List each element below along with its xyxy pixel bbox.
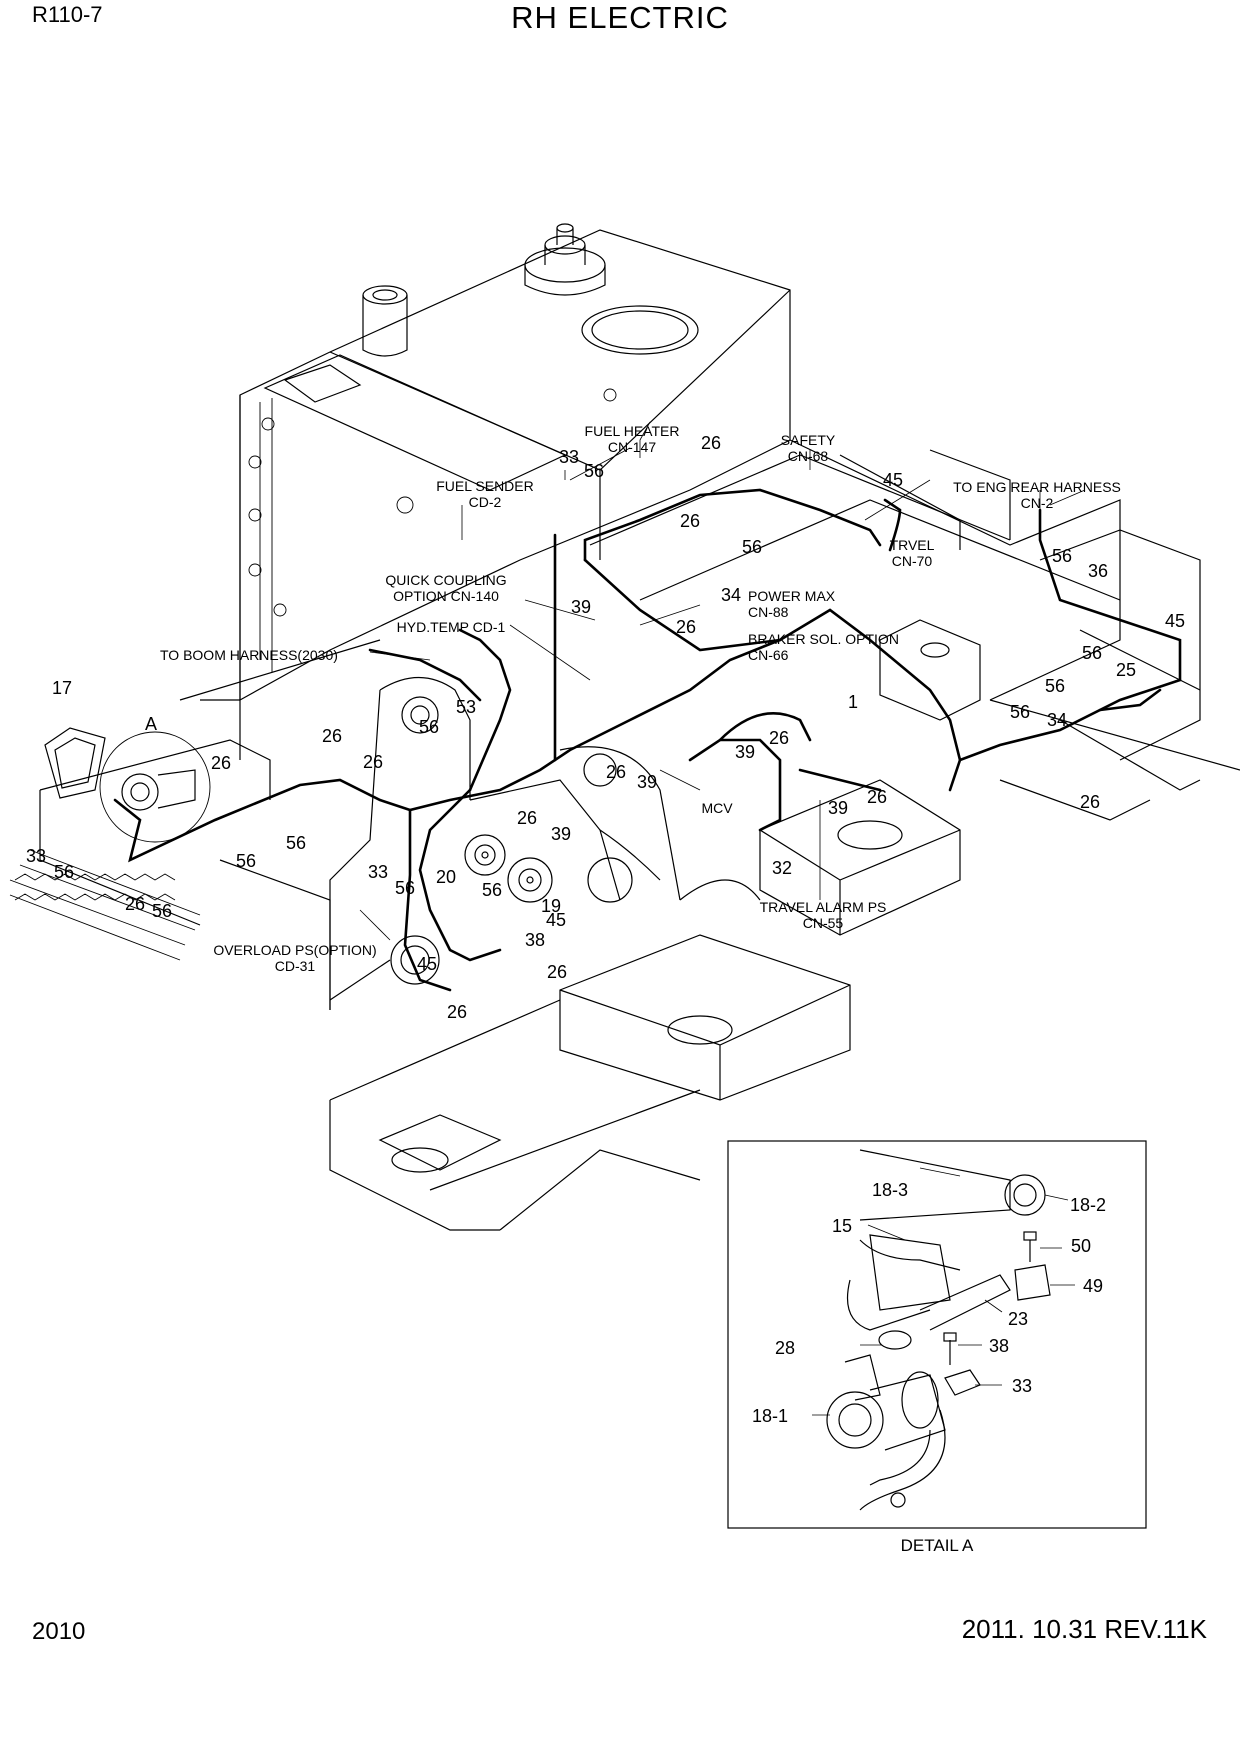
callout: 45	[417, 954, 437, 974]
callout: 39	[571, 597, 591, 617]
callout: 56	[1052, 546, 1072, 566]
callout: 34	[721, 585, 741, 605]
note-safety-cn: CN-68	[788, 448, 829, 464]
revision-date: 2011. 10.31 REV.11K	[961, 1614, 1207, 1644]
callout: 19	[541, 896, 561, 916]
callout: 18-1	[752, 1406, 788, 1426]
note-travel-alarm: TRAVEL ALARM PS	[760, 899, 887, 915]
note-mcv: MCV	[701, 800, 733, 816]
callout: 39	[735, 742, 755, 762]
note-fuel-heater-cn: CN-147	[608, 439, 656, 455]
note-trvel: TRVEL	[890, 537, 935, 553]
callout: 56	[152, 901, 172, 921]
callout: 26	[867, 787, 887, 807]
callout: 33	[559, 447, 579, 467]
detail-a-circle	[99, 731, 211, 843]
callout: 38	[989, 1336, 1009, 1356]
callout: 45	[883, 470, 903, 490]
callout: 45	[1165, 611, 1185, 631]
callout: 26	[547, 962, 567, 982]
callout: 56	[1082, 643, 1102, 663]
callout: 26	[125, 894, 145, 914]
diagram-labels: FUEL HEATER CN-147 SAFETY CN-68 FUEL SEN…	[145, 423, 1121, 1555]
note-power-max-cn: CN-88	[748, 604, 789, 620]
callout: 26	[322, 726, 342, 746]
note-boom-harness: TO BOOM HARNESS(2030)	[160, 647, 338, 663]
callout: 18-3	[872, 1180, 908, 1200]
callout: 18-2	[1070, 1195, 1106, 1215]
model-number: R110-7	[32, 2, 103, 27]
callout: 36	[1088, 561, 1108, 581]
callout: 28	[775, 1338, 795, 1358]
callout: 26	[363, 752, 383, 772]
note-fuel-heater: FUEL HEATER	[585, 423, 680, 439]
detail-a-marker: A	[145, 714, 157, 734]
note-travel-alarm-cn: CN-55	[803, 915, 844, 931]
callout: 26	[517, 808, 537, 828]
callout: 50	[1071, 1236, 1091, 1256]
callout: 53	[456, 697, 476, 717]
callout: 39	[637, 772, 657, 792]
work-lamp	[44, 727, 106, 799]
note-fuel-sender-cd: CD-2	[469, 494, 502, 510]
callout: 56	[1045, 676, 1065, 696]
page-title: RH ELECTRIC	[511, 0, 729, 35]
wire-harness	[113, 488, 1182, 992]
callout: 39	[828, 798, 848, 818]
callout: 15	[832, 1216, 852, 1236]
callout: 45	[546, 910, 566, 930]
callout: 26	[1080, 792, 1100, 812]
callout: 33	[368, 862, 388, 882]
callout: 20	[436, 867, 456, 887]
note-safety: SAFETY	[781, 432, 836, 448]
note-quick-coupling-cn: OPTION CN-140	[393, 588, 499, 604]
callout: 23	[1008, 1309, 1028, 1329]
callout: 26	[676, 617, 696, 637]
callout: 56	[482, 880, 502, 900]
note-power-max: POWER MAX	[748, 588, 836, 604]
note-eng-rear-harness: TO ENG REAR HARNESS	[953, 479, 1121, 495]
machine-outline	[9, 223, 1240, 1231]
note-eng-rear-harness-cn: CN-2	[1021, 495, 1054, 511]
callout: 26	[211, 753, 231, 773]
callout: 33	[1012, 1376, 1032, 1396]
note-braker-sol: BRAKER SOL. OPTION	[748, 631, 899, 647]
callout: 38	[525, 930, 545, 950]
callout: 56	[54, 862, 74, 882]
note-overload-ps: OVERLOAD PS(OPTION)	[213, 942, 376, 958]
callout: 56	[395, 878, 415, 898]
callout: 56	[742, 537, 762, 557]
leader-lines	[359, 421, 1086, 941]
callout: 26	[701, 433, 721, 453]
callout: 39	[551, 824, 571, 844]
callout: 34	[1047, 710, 1067, 730]
callout: 1	[848, 692, 858, 712]
callout: 56	[236, 851, 256, 871]
note-quick-coupling: QUICK COUPLING	[385, 572, 506, 588]
callout: 56	[419, 717, 439, 737]
callout: 49	[1083, 1276, 1103, 1296]
note-trvel-cn: CN-70	[892, 553, 933, 569]
note-fuel-sender: FUEL SENDER	[436, 478, 534, 494]
detail-a-box	[727, 1140, 1147, 1529]
callout: 32	[772, 858, 792, 878]
note-hyd-temp: HYD.TEMP CD-1	[397, 619, 506, 635]
note-braker-sol-cn: CN-66	[748, 647, 789, 663]
page-number: 2010	[32, 1618, 86, 1645]
callout: 56	[584, 461, 604, 481]
callout: 26	[447, 1002, 467, 1022]
callout: 33	[26, 846, 46, 866]
callout: 26	[680, 511, 700, 531]
callout: 25	[1116, 660, 1136, 680]
detail-a-caption: DETAIL A	[901, 1536, 974, 1555]
note-overload-ps-cd: CD-31	[275, 958, 316, 974]
callout: 56	[1010, 702, 1030, 722]
horn-assembly	[464, 834, 553, 903]
callout-numbers: 33 56 26 26 45 56 36 56 34 39 26 45 56 2…	[26, 433, 1185, 1426]
callout: 26	[606, 762, 626, 782]
callout: 26	[769, 728, 789, 748]
callout: 17	[52, 678, 72, 698]
callout: 56	[286, 833, 306, 853]
